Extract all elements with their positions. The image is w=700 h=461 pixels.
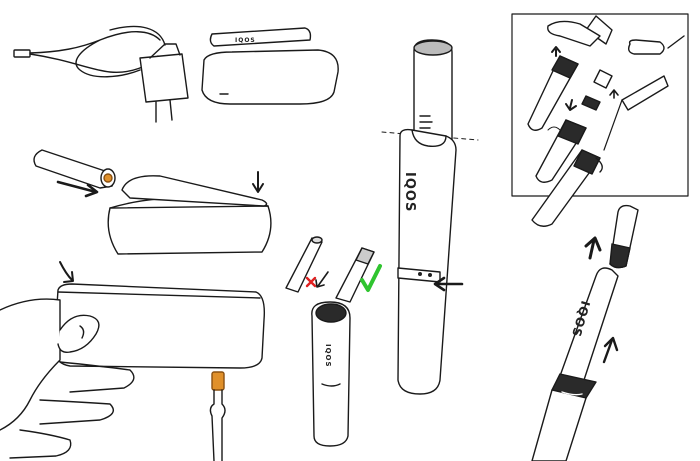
pocket-charger-slot [531,373,597,461]
holder-open-end: IQOS [311,301,351,447]
arrow-icon [56,180,99,198]
pocket-charger-top [201,49,339,105]
holder-top: IQOS [209,27,312,47]
hand [0,298,135,459]
tobacco-stick-inserted [413,39,453,141]
logo-text: IQOS [235,37,256,44]
holder-flying [33,149,116,189]
logo-text: IQOS [402,172,417,212]
usb-cable [13,25,166,78]
arrow-icon [584,236,602,260]
usb-c-connector [209,371,226,461]
cross-icon [305,276,317,288]
arrow-icon [315,271,329,288]
logo-text: IQOS [324,344,332,368]
arrow-icon [59,261,74,283]
check-icon [360,264,382,292]
iqos-holder-lower: IQOS [559,267,619,384]
stick-correct-orientation [335,247,375,303]
pocket-charger-open [107,175,272,255]
arrow-icon [433,276,464,292]
iqos-holder: IQOS [397,128,457,395]
cleaning-instruction-panel [511,13,689,227]
arrow-icon [252,171,264,193]
pocket-charger-in-hand [53,283,266,369]
stick-wrong-orientation [285,236,323,293]
holder-top-piece [609,204,639,269]
arrow-icon [602,336,619,364]
usb-power-adapter [139,43,189,123]
